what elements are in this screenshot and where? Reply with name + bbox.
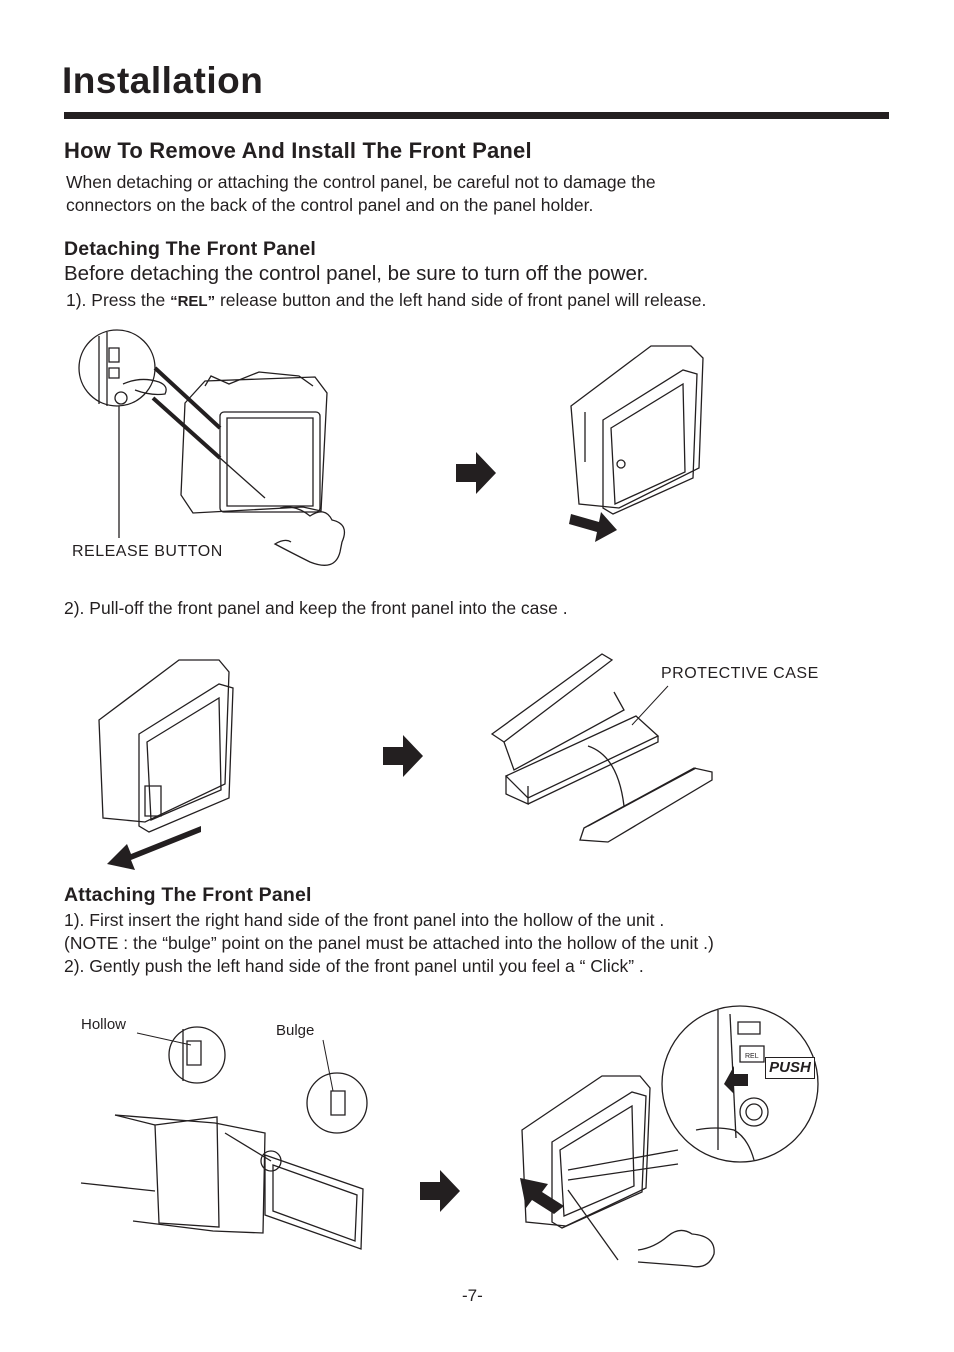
bulge-zoom-circle	[307, 1073, 367, 1133]
head-unit-body	[181, 377, 327, 513]
button-slot	[738, 1022, 760, 1034]
push-arrow-icon	[724, 1066, 748, 1094]
head-unit-screen	[220, 412, 320, 512]
rel-button	[740, 1046, 764, 1062]
hollow-bulge-illustration	[75, 1015, 375, 1245]
case-lid	[492, 654, 612, 742]
protective-case-illustration	[488, 650, 723, 848]
detaching-heading: Detaching The Front Panel	[64, 238, 317, 260]
bulge-label: Bulge	[276, 1022, 315, 1039]
arrow-pull-icon	[107, 826, 201, 870]
attach-line-1: 1). First insert the right hand side of …	[64, 910, 665, 930]
arrow-right-icon	[383, 735, 423, 777]
front-panel	[580, 768, 712, 842]
intro-line-2: connectors on the back of the control pa…	[66, 195, 594, 215]
attaching-heading: Attaching The Front Panel	[64, 884, 312, 906]
page-title: Installation	[62, 60, 264, 101]
pulled-panel-illustration	[95, 656, 235, 870]
release-button-label: RELEASE BUTTON	[72, 543, 223, 560]
arrow-pull-icon	[569, 512, 617, 542]
power-warning: Before detaching the control panel, be s…	[64, 262, 649, 285]
push-zoom-circle	[662, 1006, 818, 1162]
detach-step-1-suffix: release button and the left hand side of…	[215, 290, 707, 310]
arrow-right-icon	[456, 452, 496, 494]
section-heading: How To Remove And Install The Front Pane…	[64, 138, 532, 163]
rel-label: “REL”	[170, 293, 216, 310]
detach-step-1-prefix: 1). Press the	[66, 290, 171, 310]
hollow-label: Hollow	[81, 1016, 127, 1033]
front-panel	[265, 1155, 363, 1249]
rel-button-label: REL	[745, 1053, 759, 1060]
arrow-right-icon	[420, 1170, 460, 1212]
push-attach-illustration: REL	[520, 1000, 824, 1276]
intro-line-1: When detaching or attaching the control …	[66, 172, 656, 192]
head-unit-chassis	[155, 1117, 219, 1227]
protective-case-label: PROTECTIVE CASE	[661, 665, 819, 682]
front-panel	[139, 684, 233, 832]
page-number: -7-	[462, 1286, 483, 1305]
push-label: PUSH	[765, 1057, 815, 1079]
front-panel	[603, 370, 697, 514]
detach-step-1: 1). Press the “REL” release button and t…	[66, 289, 706, 313]
title-rule	[64, 112, 889, 119]
hand-icon	[638, 1230, 714, 1266]
release-button-zoomed	[115, 392, 127, 404]
released-panel-illustration	[569, 342, 705, 542]
front-panel	[552, 1092, 646, 1228]
detach-step-2: 2). Pull-off the front panel and keep th…	[64, 598, 568, 618]
arrow-push-icon	[520, 1178, 564, 1214]
hollow-zoom-circle	[169, 1027, 225, 1083]
attach-line-2: (NOTE : the “bulge” point on the panel m…	[64, 933, 714, 953]
attach-line-3: 2). Gently push the left hand side of th…	[64, 956, 644, 976]
hand-icon	[275, 507, 344, 565]
release-button-illustration	[75, 328, 355, 578]
